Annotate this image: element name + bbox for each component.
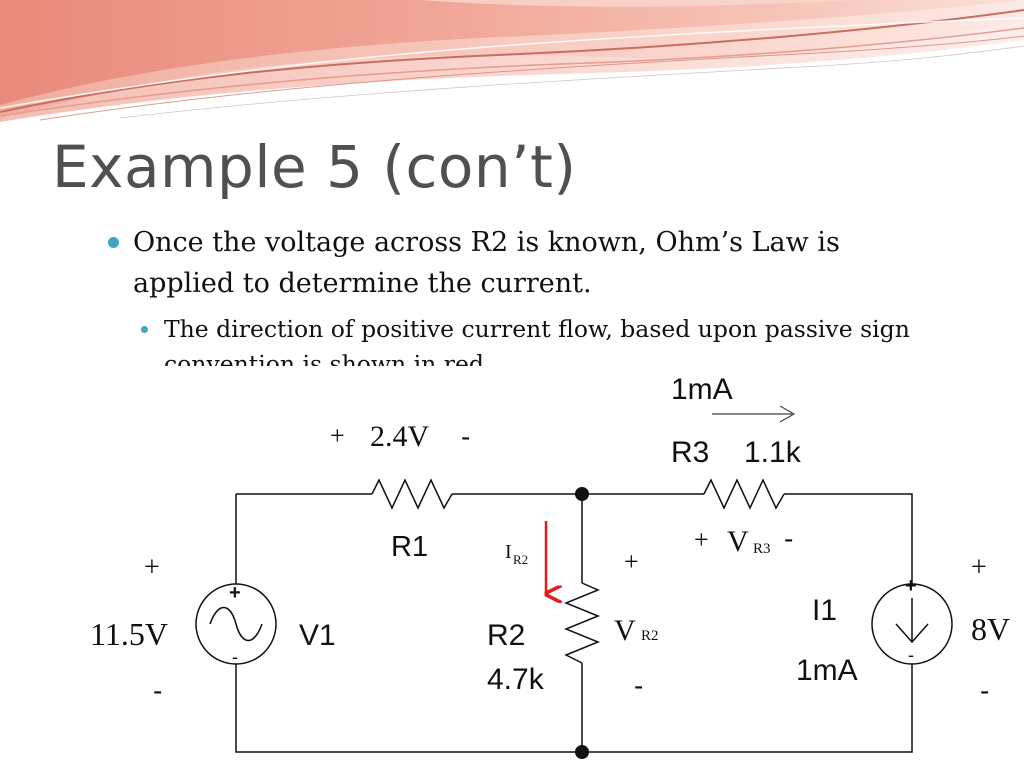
vr3-symbol-label: V (727, 525, 749, 558)
resistor-r1 (371, 478, 453, 510)
v1-plus-label: + (144, 552, 160, 583)
decorative-banner (0, 0, 1024, 122)
v1-terminal-minus: - (232, 647, 238, 667)
r2-name-label: R2 (487, 619, 525, 652)
i1-value-label: 1mA (796, 654, 858, 687)
bullet-line: The direction of positive current flow, … (164, 315, 910, 343)
r3-current-arrow-icon (712, 405, 796, 423)
slide-title: Example 5 (con’t) (52, 133, 577, 201)
down-arrow-icon (895, 598, 929, 644)
resistor-r3 (703, 478, 785, 510)
r3-value-label: 1.1k (744, 436, 802, 469)
resistor-r2 (564, 582, 600, 664)
v1-name-label: V1 (299, 619, 336, 652)
ir2-subscript-label: R2 (513, 552, 528, 567)
bullet-marker (108, 237, 119, 248)
v1-minus-label: - (153, 675, 162, 706)
bullet-item: Once the voltage across R2 is known, Ohm… (133, 222, 993, 304)
junction-node-top (575, 487, 589, 501)
v1-terminal-plus: + (229, 582, 241, 604)
r3-plus-label: + (694, 525, 709, 554)
r1-minus-label: - (461, 421, 470, 452)
i1-terminal-plus: + (905, 575, 917, 597)
i1-plus-label: + (971, 552, 987, 583)
r2-minus-label: - (634, 670, 643, 701)
r3-name-label: R3 (671, 436, 709, 469)
i1-terminal-minus: - (908, 645, 914, 665)
r3-current-label: 1mA (671, 373, 733, 406)
r1-voltage-label: 2.4V (370, 420, 430, 453)
bullet-line: applied to determine the current. (133, 268, 592, 299)
sine-wave-icon (209, 606, 263, 642)
vr2-subscript-label: R2 (641, 628, 659, 644)
i1-voltage-label: 8V (971, 611, 1010, 647)
r1-plus-label: + (330, 421, 345, 450)
junction-node-bottom (575, 745, 589, 759)
vr3-subscript-label: R3 (753, 541, 771, 557)
i1-minus-label: - (980, 675, 989, 706)
r3-minus-label: - (784, 523, 793, 554)
sub-bullet-item: The direction of positive current flow, … (164, 312, 994, 382)
r1-name-label: R1 (391, 531, 428, 563)
sub-bullet-marker (141, 326, 148, 333)
vr2-symbol-label: V (614, 614, 636, 647)
wires (235, 493, 913, 753)
circuit-diagram: + 2.4V - R1 1mA R3 1.1k + V R3 - I R2 + … (86, 366, 1024, 768)
i1-name-label: I1 (812, 594, 837, 627)
r2-plus-label: + (624, 547, 639, 576)
r2-value-label: 4.7k (487, 663, 545, 696)
bullet-line: Once the voltage across R2 is known, Ohm… (133, 227, 840, 258)
ir2-symbol-label: I (505, 541, 512, 563)
v1-voltage-label: 11.5V (90, 616, 168, 652)
